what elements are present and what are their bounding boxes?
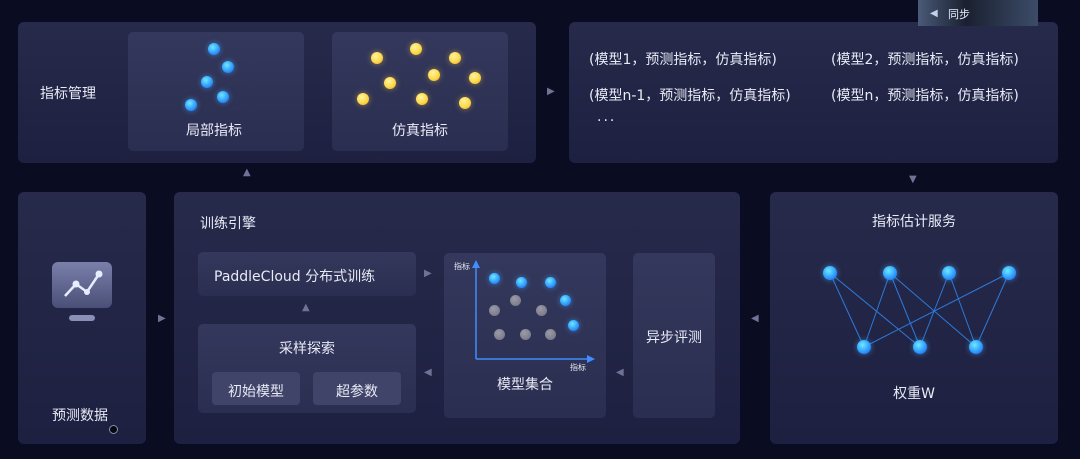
paddlecloud-label: PaddleCloud 分布式训练 (214, 269, 376, 285)
axis-x-label: 指标 (570, 363, 586, 372)
async-eval-label: 异步评测 (646, 330, 702, 346)
model-set-box: 指标 指标 模型集合 (444, 253, 606, 418)
hyperparam-button: 超参数 (313, 372, 401, 405)
weight-network (829, 272, 1010, 348)
arrow-right-icon: ▶ (424, 268, 432, 279)
model-tuple-n-1: (模型n-1，预测指标，仿真指标) (589, 88, 791, 104)
arrow-down-icon: ▼ (909, 174, 917, 185)
model-scatter-axes (472, 260, 595, 363)
model-tuples-panel: (模型1，预测指标，仿真指标) (模型2，预测指标，仿真指标) (模型n-1，预… (569, 22, 1058, 163)
local-metric-dot (208, 43, 220, 55)
init-model-label: 初始模型 (228, 384, 284, 400)
model-dot-gray (510, 295, 521, 306)
network-node-top (942, 266, 956, 280)
metric-estimate-title: 指标估计服务 (872, 214, 956, 230)
monitor-chart-icon (52, 262, 112, 321)
model-dot-blue (568, 320, 579, 331)
local-metric-dot (217, 91, 229, 103)
sim-metric-dot (357, 93, 369, 105)
arrow-right-icon: ▶ (547, 86, 555, 97)
presenter-video-overlay: ◀ 同步 (918, 0, 1038, 26)
predict-data-label: 预测数据 (52, 408, 108, 424)
sim-metric-dot (469, 72, 481, 84)
network-node-top (883, 266, 897, 280)
predict-data-panel: 预测数据 (18, 192, 146, 444)
sim-metric-dot (384, 77, 396, 89)
sim-metric-label: 仿真指标 (392, 123, 448, 139)
cursor-dot (109, 425, 118, 434)
arrow-left-icon: ◀ (751, 313, 759, 324)
local-metric-dot (185, 99, 197, 111)
ellipsis: ··· (597, 113, 617, 129)
model-tuple-1: (模型1，预测指标，仿真指标) (589, 52, 777, 68)
metric-management-panel: 指标管理 局部指标 仿真指标 (18, 22, 536, 163)
metric-management-title: 指标管理 (40, 86, 96, 102)
training-engine-title: 训练引擎 (200, 216, 256, 232)
sim-metric-dot (459, 97, 471, 109)
sim-metric-dot (449, 52, 461, 64)
model-tuple-n: (模型n，预测指标，仿真指标) (831, 88, 1019, 104)
training-engine-panel: 训练引擎 PaddleCloud 分布式训练 ▲ 采样探索 初始模型 超参数 ▶… (174, 192, 740, 444)
model-dot-gray (489, 305, 500, 316)
network-node-top (1002, 266, 1016, 280)
model-dot-blue (560, 295, 571, 306)
local-metric-dot (201, 76, 213, 88)
model-dot-blue (489, 273, 500, 284)
metric-estimate-panel: 指标估计服务 权重W (770, 192, 1058, 444)
network-node-top (823, 266, 837, 280)
model-dot-gray (545, 329, 556, 340)
paddlecloud-box: PaddleCloud 分布式训练 (198, 252, 416, 296)
sim-metric-dot (428, 69, 440, 81)
sampling-label: 采样探索 (279, 341, 335, 357)
arrow-up-icon: ▲ (243, 167, 251, 178)
arrow-left-icon: ◀ (616, 367, 624, 378)
network-node-bottom (857, 340, 871, 354)
sim-metric-dot (410, 43, 422, 55)
axis-y-label: 指标 (454, 262, 470, 271)
async-eval-box: 异步评测 (633, 253, 715, 418)
local-metric-label: 局部指标 (186, 123, 242, 139)
init-model-button: 初始模型 (212, 372, 300, 405)
local-metric-box: 局部指标 (128, 32, 304, 151)
video-overlay-text: 同步 (948, 8, 970, 21)
local-metric-dot (222, 61, 234, 73)
arrow-up-icon: ▲ (302, 302, 310, 313)
video-arrow-left-icon: ◀ (930, 8, 938, 19)
model-tuple-2: (模型2，预测指标，仿真指标) (831, 52, 1019, 68)
weight-label: 权重W (893, 386, 935, 402)
model-set-label: 模型集合 (497, 377, 553, 393)
model-dot-gray (494, 329, 505, 340)
model-dot-gray (536, 305, 547, 316)
model-dot-blue (545, 277, 556, 288)
model-dot-gray (520, 329, 531, 340)
hyperparam-label: 超参数 (336, 384, 378, 400)
network-node-bottom (913, 340, 927, 354)
arrow-right-icon: ▶ (158, 313, 166, 324)
network-node-bottom (969, 340, 983, 354)
model-dot-blue (516, 277, 527, 288)
arrow-left-icon: ◀ (424, 367, 432, 378)
sim-metric-dot (416, 93, 428, 105)
sim-metric-dot (371, 52, 383, 64)
sampling-box: 采样探索 初始模型 超参数 (198, 324, 416, 413)
sim-metric-box: 仿真指标 (332, 32, 508, 151)
